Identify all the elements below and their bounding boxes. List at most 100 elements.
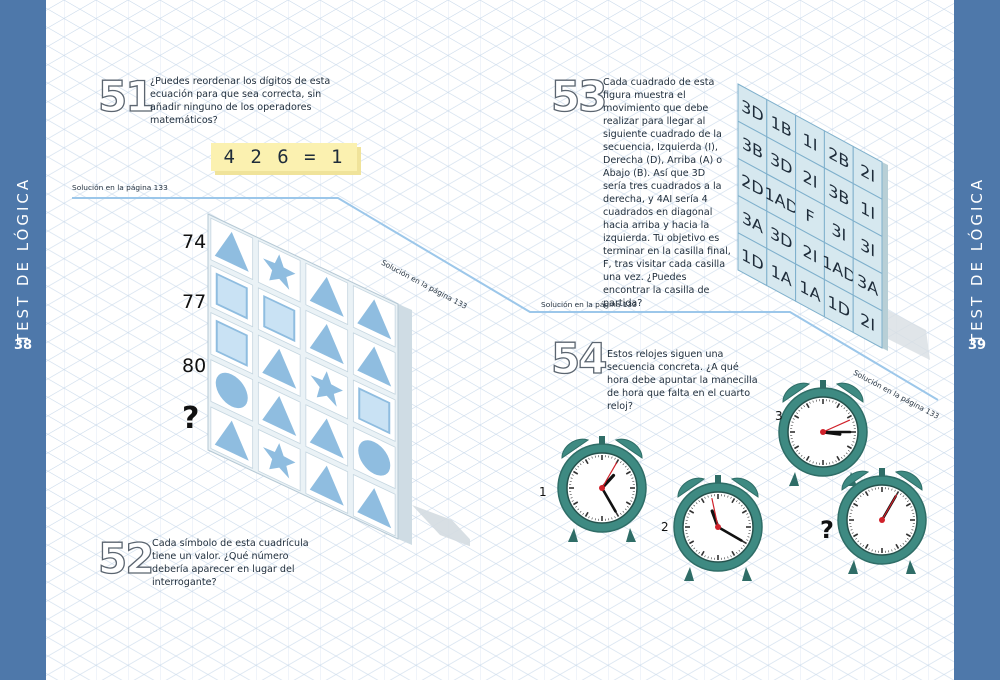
triangle-shape — [357, 299, 392, 340]
clock-tick — [687, 513, 690, 515]
clock-tick — [857, 540, 860, 543]
triangle-shape — [262, 395, 297, 437]
direction-label: 2I — [803, 241, 818, 268]
second-hand — [881, 494, 898, 521]
square-shape — [215, 319, 248, 367]
clock-tick — [796, 412, 799, 415]
clock-tick — [689, 540, 695, 545]
second-hand — [601, 462, 618, 489]
clock-tick — [626, 468, 629, 471]
clock-leg — [568, 528, 578, 542]
clock-tick — [832, 400, 834, 403]
clock-tick — [740, 504, 743, 507]
clock-tick — [891, 549, 893, 552]
clock-tick — [899, 493, 902, 496]
clock-tick — [911, 509, 914, 511]
clock-tick — [740, 547, 743, 550]
circle-icon — [358, 440, 391, 476]
clock-tick — [741, 509, 747, 514]
triangle-icon — [214, 420, 249, 461]
clock-tick — [845, 409, 848, 412]
clock-tick — [794, 414, 800, 419]
clock-tick — [691, 544, 694, 547]
clock-tick — [686, 536, 689, 538]
clock-tick — [730, 555, 732, 558]
triangle-shape — [309, 465, 344, 506]
clock-tick — [803, 405, 806, 408]
triangle-shape — [214, 231, 249, 272]
clock-tick — [689, 509, 695, 514]
alarm-clock-icon: 2 — [661, 475, 763, 581]
square-icon — [215, 319, 248, 367]
clock-tick — [577, 508, 580, 511]
clock-number-label: 3 — [775, 409, 783, 423]
clock-tick — [700, 550, 705, 556]
clock-stem — [879, 468, 885, 478]
clock-tick — [871, 549, 873, 552]
right-side-band — [954, 0, 1000, 680]
clock-tick — [614, 516, 616, 519]
clock-tick — [794, 445, 800, 450]
clock-tick — [864, 491, 869, 497]
clock-center — [820, 429, 826, 435]
clock-tick — [577, 465, 580, 468]
clock-tick — [575, 505, 578, 508]
puzzle-52-text: Cada símbolo de esta cuadrícula tiene un… — [152, 538, 309, 588]
minute-hand — [716, 525, 743, 542]
clock-tick — [846, 445, 852, 450]
square-shape — [215, 272, 248, 320]
clock-tick — [906, 500, 909, 503]
clock-tick — [573, 470, 579, 475]
clock-tick — [809, 401, 811, 404]
clock-tick — [707, 556, 709, 559]
clock-tick — [855, 537, 858, 540]
puzzle-53-solution-ref: Solución en la página 133 — [541, 300, 637, 309]
square-shape — [358, 387, 391, 435]
direction-label: 1I — [803, 130, 818, 157]
clock-tick — [853, 502, 859, 507]
clock-tick — [626, 505, 629, 508]
clock-tick — [843, 454, 846, 457]
clock-bell — [677, 477, 706, 498]
alarm-clock-icon: 1 — [539, 436, 647, 542]
clock-tick — [857, 497, 860, 500]
clock-tick — [894, 489, 896, 492]
right-section-title: TEST DE LÓGICA — [968, 176, 986, 344]
clock-tick — [571, 474, 574, 476]
clock-tick — [704, 496, 706, 499]
clock-tick — [591, 517, 593, 520]
clock-tick — [570, 477, 573, 479]
clock-tick — [746, 513, 749, 515]
clock-tick — [845, 452, 848, 455]
clock-tick — [851, 418, 854, 420]
clock-tick — [895, 543, 900, 549]
clock-leg — [906, 560, 916, 574]
circle-shape — [215, 372, 248, 409]
clock-tick — [800, 454, 803, 457]
puzzle-54-text: Estos relojes siguen una secuencia concr… — [607, 349, 758, 412]
puzzle-51-equation: 4 2 6 = 1 — [211, 143, 357, 171]
triangle-shape — [262, 348, 297, 389]
triangle-icon — [357, 488, 392, 529]
clock-stem — [599, 436, 605, 446]
triangle-icon — [262, 348, 297, 389]
clock-tick — [852, 441, 855, 443]
clock-tick — [731, 550, 736, 556]
triangle-icon — [309, 465, 344, 506]
clock-tick — [730, 496, 732, 499]
clock-tick — [693, 547, 696, 550]
clock-tick — [624, 508, 627, 511]
clock-tick — [619, 512, 622, 515]
star-shape — [263, 443, 296, 479]
direction-label: F — [805, 205, 814, 229]
clock-tick — [803, 456, 806, 459]
clock-tick — [851, 444, 854, 446]
row-value-label: 74 — [182, 231, 206, 253]
clock-tick — [742, 544, 745, 547]
clock-tick — [707, 495, 709, 498]
clock-tick — [631, 477, 634, 479]
clock-tick — [847, 412, 850, 415]
clock-tick — [700, 498, 705, 504]
right-page-number: 39 — [967, 338, 987, 353]
